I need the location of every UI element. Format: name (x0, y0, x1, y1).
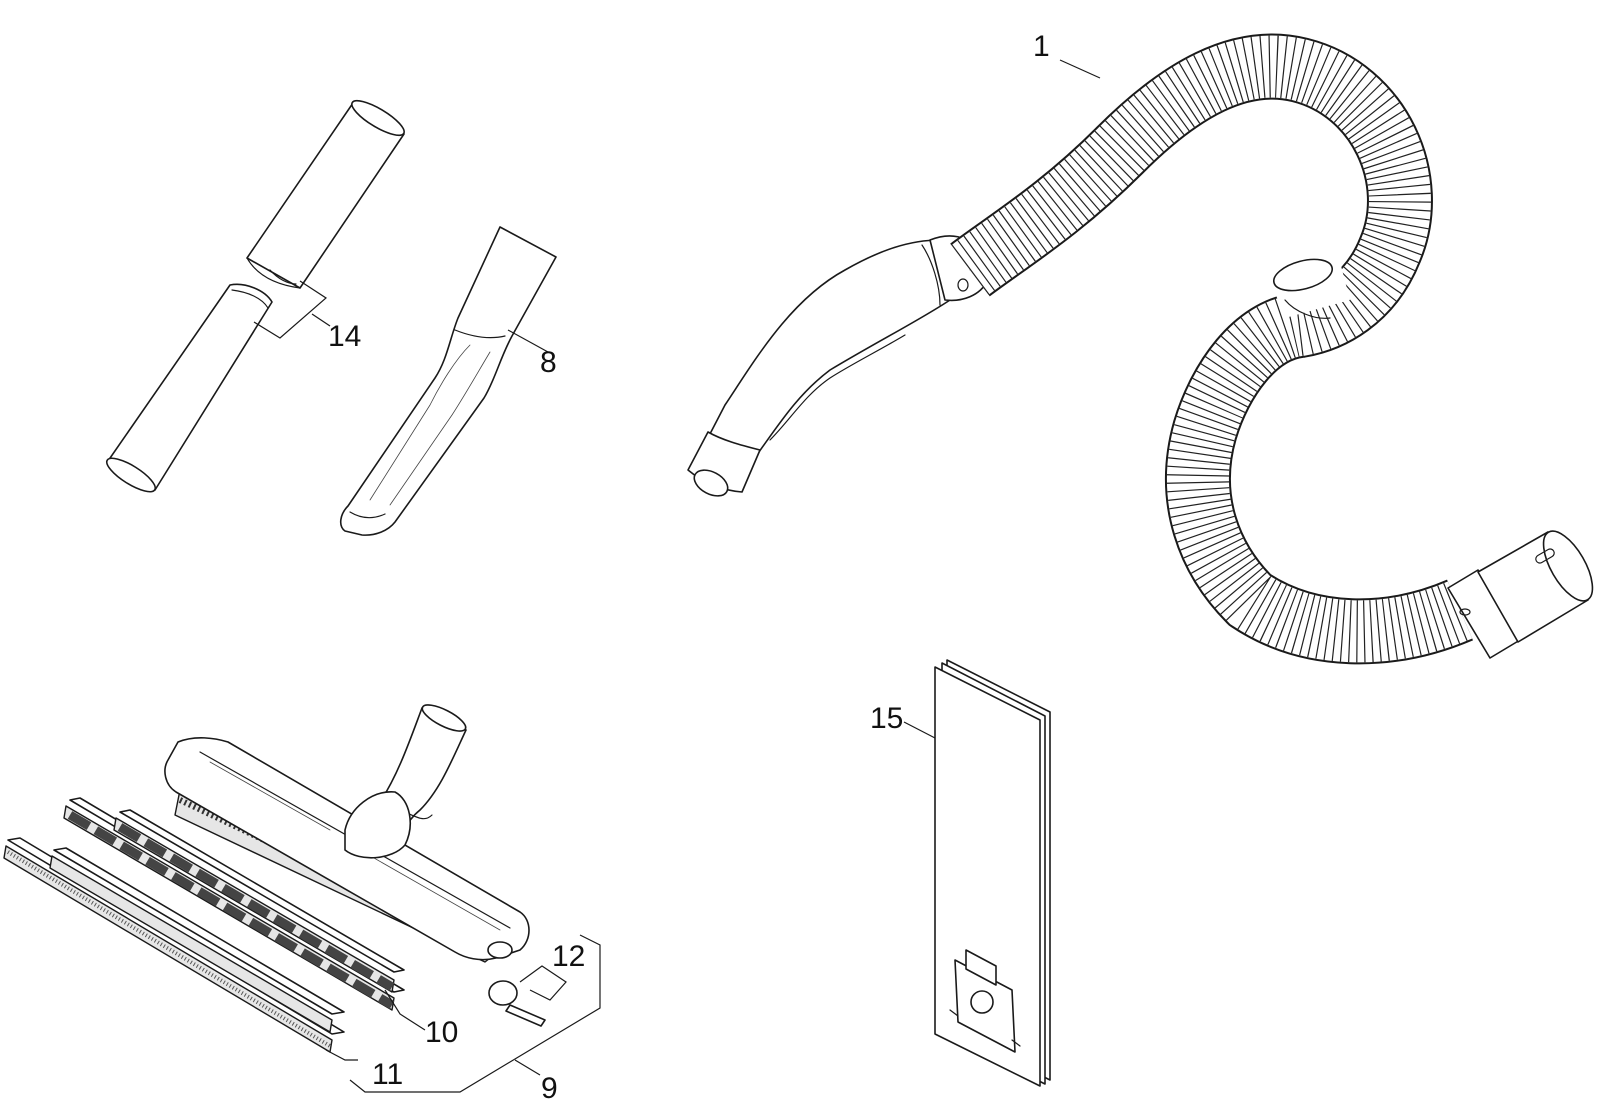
callout-14: 14 (328, 320, 361, 353)
callout-10: 10 (425, 1016, 458, 1049)
part-floor-nozzle (164, 704, 530, 963)
part-rubber-strips (3, 837, 358, 1061)
callout-1: 1 (1033, 30, 1050, 63)
part-suction-tubes (105, 99, 405, 493)
suction-tube-upper (246, 102, 405, 289)
part-crevice-nozzle (339, 226, 557, 536)
group-bracket-9 (349, 934, 601, 1093)
suction-tube-lower (107, 283, 273, 491)
part-suction-hose (687, 33, 1594, 665)
callout-11: 11 (372, 1058, 403, 1091)
part-brush-strips (63, 797, 426, 1031)
callout-9: 9 (541, 1072, 558, 1105)
callout-15: 15 (870, 702, 903, 735)
part-wheel-set (488, 965, 567, 1027)
callout-8: 8 (540, 346, 557, 379)
part-filter-bag (903, 659, 1051, 1087)
callout-12: 12 (552, 940, 585, 973)
crevice-nozzle-body (339, 226, 557, 536)
